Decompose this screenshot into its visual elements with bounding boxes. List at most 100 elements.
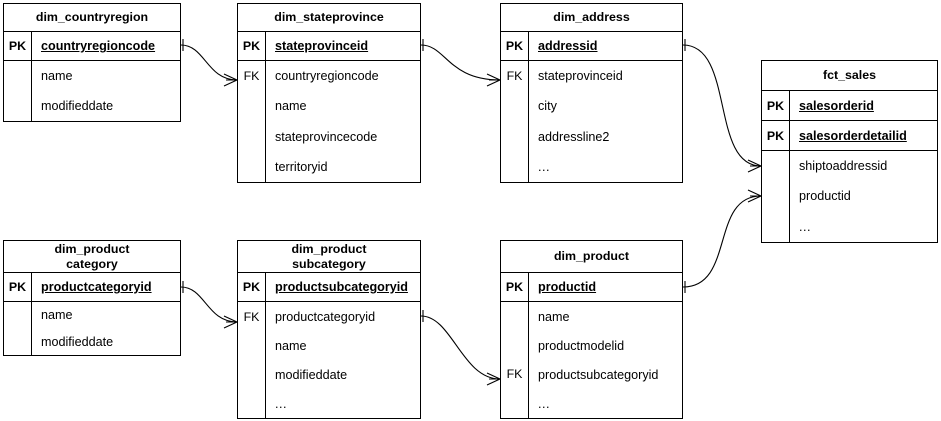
crowsfoot <box>747 189 762 203</box>
attribute-list: shiptoaddressid productid ... <box>790 151 937 242</box>
entity-title: dim_countryregion <box>4 4 180 32</box>
attribute-block: FK countryregioncode name stateprovincec… <box>238 61 420 182</box>
primary-key-row[interactable]: PK countryregioncode <box>4 32 180 61</box>
pk-marker: PK <box>501 273 529 301</box>
attribute-row: productsubcategoryid <box>538 367 659 382</box>
primary-key-row[interactable]: PK productid <box>501 273 682 302</box>
entity-dim-countryregion[interactable]: dim_countryregion PK countryregioncode n… <box>3 3 181 122</box>
attribute-block: name modifieddate <box>4 61 180 121</box>
attribute-row: city <box>538 99 557 114</box>
attribute-block: name modifieddate <box>4 302 180 355</box>
attribute-marker-gutter <box>762 151 790 242</box>
primary-key-row[interactable]: PK stateprovinceid <box>238 32 420 61</box>
entity-dim-stateprovince[interactable]: dim_stateprovince PK stateprovinceid FK … <box>237 3 421 183</box>
pk-field-name: stateprovinceid <box>275 39 369 53</box>
entity-title: dim_address <box>501 4 682 32</box>
attribute-list: name modifieddate <box>32 61 180 121</box>
pk-field-name: salesorderdetailid <box>799 128 907 143</box>
primary-key-row[interactable]: PK productcategoryid <box>4 273 180 302</box>
relationship-stateprovince-address <box>420 39 501 87</box>
entity-fct-sales[interactable]: fct_sales PK salesorderid PK salesorderd… <box>761 60 938 243</box>
attribute-row: name <box>41 308 73 323</box>
crowsfoot <box>747 159 762 173</box>
attribute-list: name modifieddate <box>32 302 180 355</box>
pk-field-name: addressid <box>538 39 598 53</box>
relationship-line <box>180 286 238 323</box>
fk-marker: FK <box>243 69 260 83</box>
entity-title: dim_product subcategory <box>238 241 420 273</box>
attribute-row: addressline2 <box>538 129 610 144</box>
attribute-block: FK name productmodelid productsubcategor… <box>501 302 682 418</box>
pk-field-name: productsubcategoryid <box>275 280 408 294</box>
attribute-row: productcategoryid <box>275 309 376 324</box>
pk-marker: PK <box>4 32 32 60</box>
attribute-block: FK productcategoryid name modifieddate .… <box>238 302 420 418</box>
attribute-row: ... <box>538 159 550 174</box>
crowsfoot <box>486 372 501 386</box>
attribute-list: stateprovinceid city addressline2 ... <box>529 61 682 182</box>
entity-dim-address[interactable]: dim_address PK addressid FK stateprovinc… <box>500 3 683 183</box>
primary-key-row[interactable]: PK productsubcategoryid <box>238 273 420 302</box>
pk-field-name: productid <box>538 280 597 294</box>
pk-field-name: countryregioncode <box>41 39 156 53</box>
attribute-row: stateprovinceid <box>538 69 623 84</box>
crowsfoot <box>223 315 238 329</box>
crowsfoot <box>223 73 238 87</box>
attribute-list: countryregioncode name stateprovincecode… <box>266 61 420 182</box>
attribute-row: ... <box>799 219 811 234</box>
entity-dim-product[interactable]: dim_product PK productid FK name product… <box>500 240 683 419</box>
pk-marker: PK <box>762 121 790 150</box>
pk-field-name: salesorderid <box>799 98 874 113</box>
relationship-subcategory-product <box>420 310 501 386</box>
relationship-line <box>682 195 762 288</box>
attribute-row: name <box>275 99 307 114</box>
entity-title: dim_stateprovince <box>238 4 420 32</box>
attribute-marker-gutter: FK <box>238 302 266 418</box>
relationship-address-fctsales <box>682 39 762 173</box>
attribute-row: countryregioncode <box>275 69 379 84</box>
attribute-block: FK stateprovinceid city addressline2 ... <box>501 61 682 182</box>
attribute-block: shiptoaddressid productid ... <box>762 151 937 242</box>
fk-marker: FK <box>243 310 260 324</box>
relationship-productcategory-subcategory <box>180 281 238 329</box>
relationship-countryregion-stateprovince <box>180 39 238 87</box>
entity-dim-productsubcategory[interactable]: dim_product subcategory PK productsubcat… <box>237 240 421 419</box>
attribute-list: productcategoryid name modifieddate ... <box>266 302 420 418</box>
crowsfoot <box>486 73 501 87</box>
attribute-row: ... <box>538 396 550 411</box>
pk-marker: PK <box>238 273 266 301</box>
attribute-row: name <box>41 69 73 83</box>
pk-field-name: productcategoryid <box>41 280 152 294</box>
attribute-row: ... <box>275 396 287 411</box>
relationship-line <box>420 44 501 81</box>
attribute-row: modifieddate <box>41 334 114 349</box>
attribute-row: modifieddate <box>275 367 348 382</box>
attribute-marker-gutter: FK <box>238 61 266 182</box>
fk-marker: FK <box>506 69 523 83</box>
attribute-row: productmodelid <box>538 338 625 353</box>
attribute-row: name <box>275 338 307 353</box>
attribute-row: productid <box>799 189 851 204</box>
primary-key-row[interactable]: PK salesorderdetailid <box>762 121 937 151</box>
entity-title: fct_sales <box>762 61 937 91</box>
attribute-row: shiptoaddressid <box>799 159 888 174</box>
attribute-marker-gutter: FK <box>501 61 529 182</box>
attribute-marker-gutter: FK <box>501 302 529 418</box>
relationship-product-fctsales <box>682 189 762 293</box>
attribute-marker-gutter <box>4 61 32 121</box>
entity-title: dim_product <box>501 241 682 273</box>
attribute-row: modifieddate <box>41 99 114 113</box>
entity-dim-productcategory[interactable]: dim_product category PK productcategoryi… <box>3 240 181 356</box>
relationship-line <box>180 44 238 81</box>
pk-marker: PK <box>501 32 529 60</box>
pk-marker: PK <box>4 273 32 301</box>
primary-key-row[interactable]: PK addressid <box>501 32 682 61</box>
attribute-row: stateprovincecode <box>275 129 378 144</box>
primary-key-row[interactable]: PK salesorderid <box>762 91 937 121</box>
pk-marker: PK <box>238 32 266 60</box>
relationship-line <box>420 315 501 380</box>
attribute-list: name productmodelid productsubcategoryid… <box>529 302 682 418</box>
entity-title: dim_product category <box>4 241 180 273</box>
relationship-line <box>682 44 762 167</box>
